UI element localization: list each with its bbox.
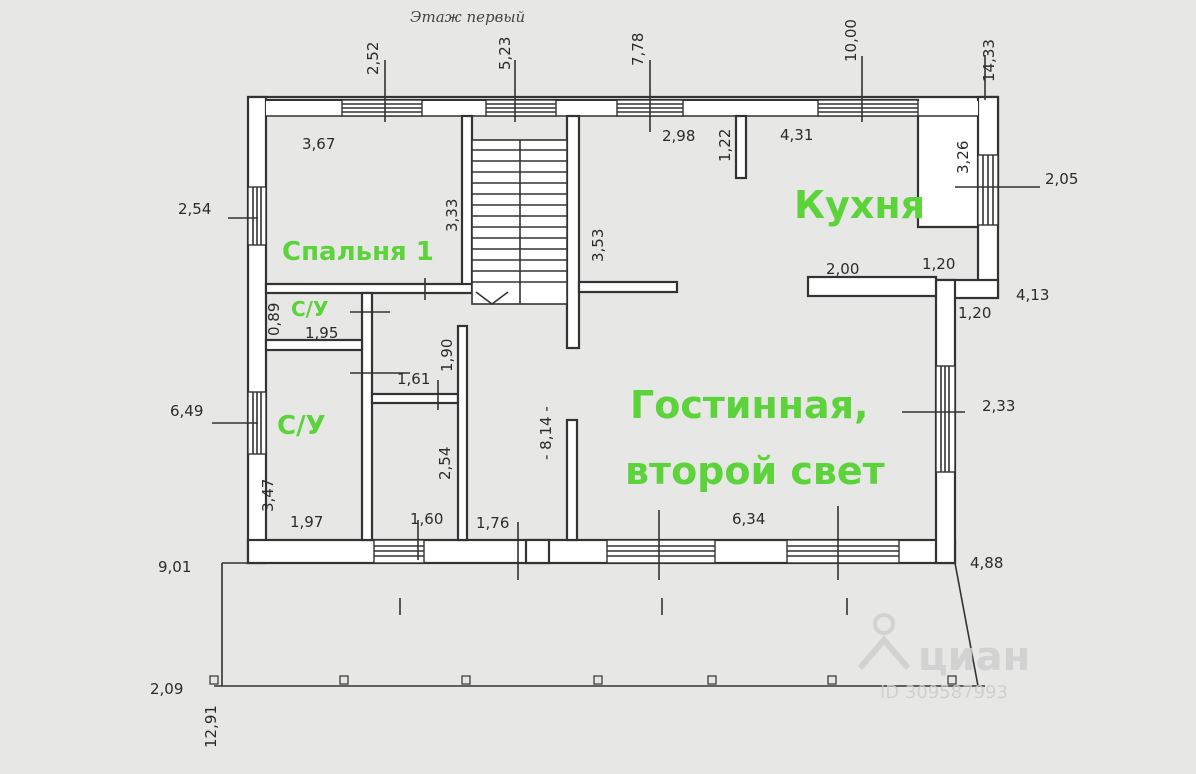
interior-walls xyxy=(264,114,938,565)
dim-2-54-hall: 2,54 xyxy=(436,447,454,480)
wall-living-stub xyxy=(565,418,579,542)
dim-14-33: 14,33 xyxy=(980,39,998,82)
terrace xyxy=(209,562,985,687)
dim-3-53: 3,53 xyxy=(589,229,607,262)
dim-6-34: 6,34 xyxy=(732,510,765,528)
wall-kitchen-bottom xyxy=(806,275,938,298)
dim-1-20-right: 1,20 xyxy=(958,304,991,322)
dim-1-22: 1,22 xyxy=(716,129,734,162)
dim-4-31: 4,31 xyxy=(780,126,813,144)
window-right-1 xyxy=(977,154,999,226)
window-right-2 xyxy=(935,365,956,473)
wall-wc-divider xyxy=(264,338,364,352)
wall-wc-vertical xyxy=(360,291,374,542)
dim-3-26: 3,26 xyxy=(954,141,972,174)
dim-0-89: 0,89 xyxy=(265,303,283,336)
dim-6-49: 6,49 xyxy=(170,402,203,420)
dim-2-05: 2,05 xyxy=(1045,170,1078,188)
dim-3-47: 3,47 xyxy=(259,479,277,512)
room-label-wc-large: С/У xyxy=(277,411,326,441)
window-top-4 xyxy=(817,99,919,117)
wall-hall-divider xyxy=(370,392,460,405)
room-labels: Спальня 1 Кухня С/У С/У Гостинная, второ… xyxy=(277,183,925,493)
staircase xyxy=(471,139,568,305)
dim-1-95: 1,95 xyxy=(305,324,338,342)
watermark-id: ID 309587993 xyxy=(880,682,1008,703)
wall-kitchen-stub xyxy=(734,114,748,180)
dim-2-54-left: 2,54 xyxy=(178,200,211,218)
dim-1-60: 1,60 xyxy=(410,510,443,528)
room-label-bedroom: Спальня 1 xyxy=(282,237,434,267)
dim-2-33: 2,33 xyxy=(982,397,1015,415)
dim-9-01: 9,01 xyxy=(158,558,191,576)
dim-8-14: - 8,14 - xyxy=(537,406,555,460)
dim-2-09: 2,09 xyxy=(150,680,183,698)
dim-4-88: 4,88 xyxy=(970,554,1003,572)
dim-5-23: 5,23 xyxy=(496,37,514,70)
window-top-2 xyxy=(485,99,557,117)
dim-10-00: 10,00 xyxy=(842,19,860,62)
dim-2-52: 2,52 xyxy=(364,42,382,75)
dim-2-00: 2,00 xyxy=(826,260,859,278)
wall-stair-right xyxy=(565,114,581,350)
dim-1-90: 1,90 xyxy=(438,339,456,372)
dim-7-78: 7,78 xyxy=(629,33,647,66)
dim-1-97: 1,97 xyxy=(290,513,323,531)
window-left-1 xyxy=(247,186,267,246)
dim-12-91: 12,91 xyxy=(202,705,220,748)
watermark-brand: циан xyxy=(918,634,1030,680)
dim-3-67: 3,67 xyxy=(302,135,335,153)
dim-1-76: 1,76 xyxy=(476,514,509,532)
dim-1-20-kitchen: 1,20 xyxy=(922,255,955,273)
wall-bed-bottom xyxy=(264,282,474,295)
room-label-living-1: Гостинная, xyxy=(630,383,868,427)
dim-4-13: 4,13 xyxy=(1016,286,1049,304)
window-bottom-2 xyxy=(606,539,716,564)
dimension-labels: 2,52 5,23 7,78 10,00 14,33 3,67 3,33 3,5… xyxy=(150,19,1078,748)
dim-3-33: 3,33 xyxy=(443,199,461,232)
window-bottom-3 xyxy=(786,539,900,564)
room-label-kitchen: Кухня xyxy=(794,183,925,227)
wall-hall-right xyxy=(456,324,469,542)
wall-stair-stub xyxy=(577,280,679,294)
window-top-1 xyxy=(341,99,423,117)
floor-title: Этаж первый xyxy=(410,8,525,26)
wall-bed-stair xyxy=(460,114,474,294)
room-label-living-2: второй свет xyxy=(625,449,885,493)
cian-logo-icon xyxy=(857,613,911,670)
room-label-wc-small: С/У xyxy=(291,297,328,321)
dim-1-61: 1,61 xyxy=(397,370,430,388)
dimension-ticks xyxy=(212,55,1040,615)
window-bottom-1 xyxy=(373,539,425,564)
dim-2-98: 2,98 xyxy=(662,127,695,145)
watermark: циан ID 309587993 xyxy=(857,613,1030,703)
wall-bottom-pier xyxy=(524,538,551,565)
